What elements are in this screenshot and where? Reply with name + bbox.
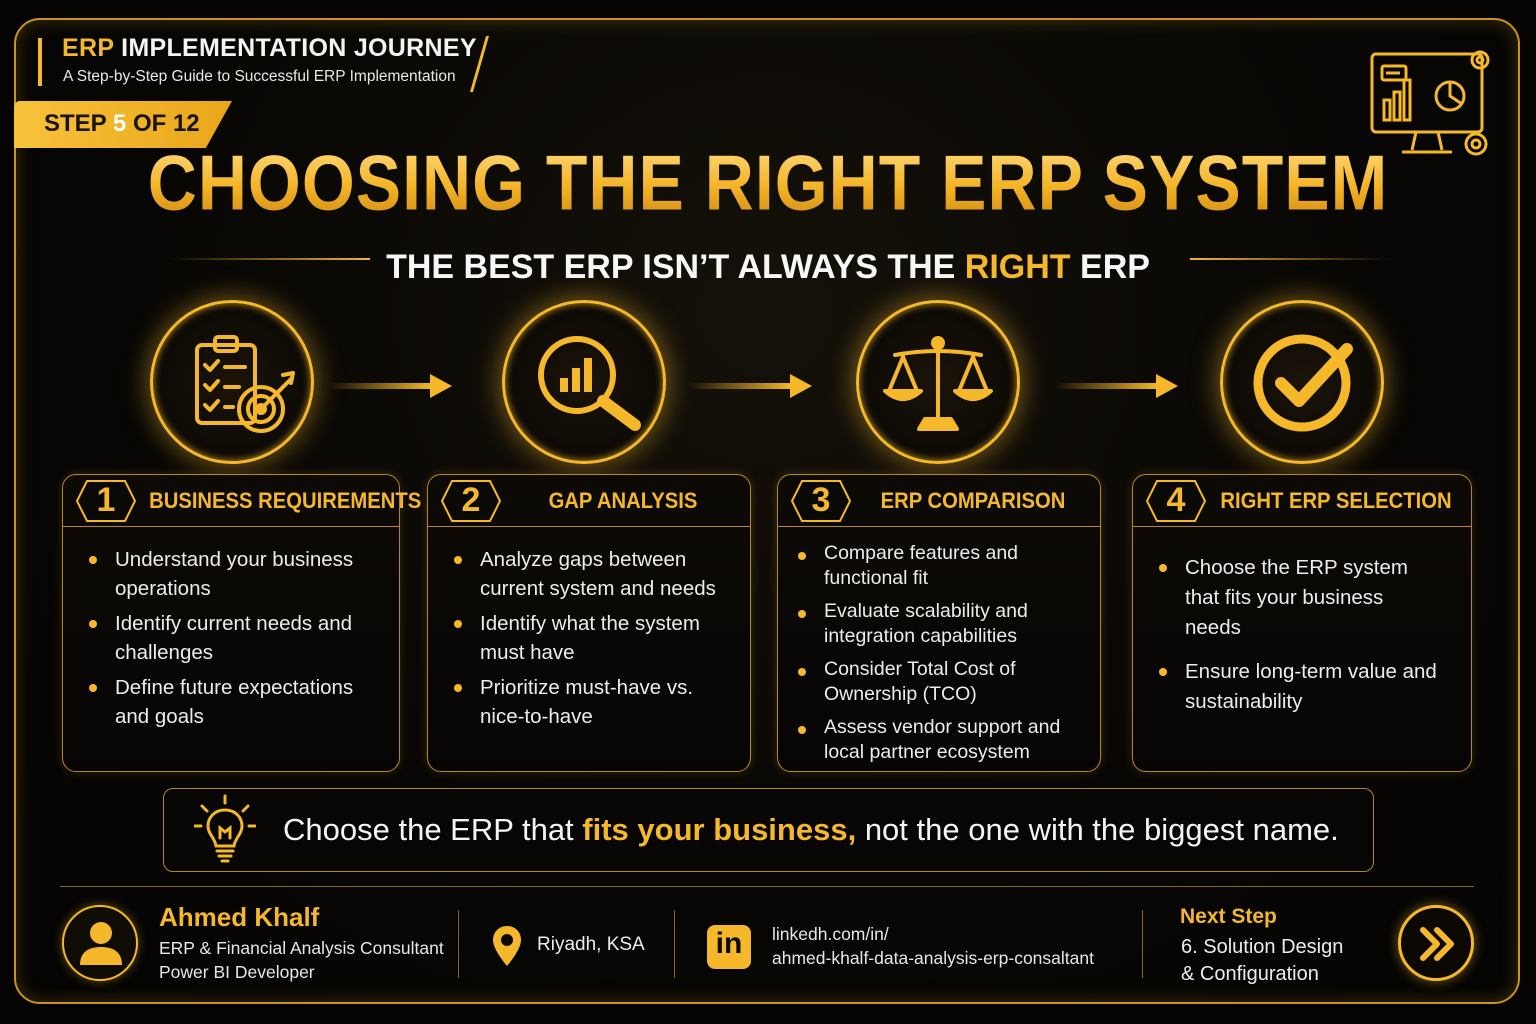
card-header: 3 ERP COMPARISON: [778, 475, 1100, 527]
linkedin-link[interactable]: linkedh.com/in/: [772, 924, 889, 944]
step-number: 2: [461, 481, 481, 519]
card-title: ERP COMPARISON: [880, 488, 1066, 513]
series-title: ERP IMPLEMENTATION JOURNEY: [62, 34, 477, 62]
bullet-list: Understand your business operations Iden…: [87, 545, 389, 737]
step-number: 3: [811, 481, 831, 519]
footer-divider: [60, 886, 1474, 887]
step-2-icon-circle: [502, 300, 666, 464]
next-step-title-cont: & Configuration: [1181, 963, 1319, 985]
user-icon: [80, 922, 122, 965]
linkedin-icon[interactable]: [707, 925, 751, 969]
step-number: 1: [96, 481, 116, 519]
flow-arrow-3: [1054, 374, 1178, 398]
key-message-box: [163, 788, 1374, 872]
step-badge: [14, 101, 232, 148]
series-subtitle: A Step-by-Step Guide to Successful ERP I…: [63, 68, 456, 85]
flow-arrow-1: [328, 374, 452, 398]
author-role: ERP & Financial Analysis Consultant: [159, 938, 444, 958]
main-title: CHOOSING THE RIGHT ERP SYSTEM: [0, 138, 1536, 228]
hexagon-badge-icon: [75, 480, 137, 522]
list-item: Ensure long-term value and sustainabilit…: [1157, 657, 1443, 717]
header-accent-bar: [38, 38, 42, 86]
card-header: 4 RIGHT ERP SELECTION: [1133, 475, 1471, 527]
avatar: [62, 905, 138, 981]
next-step-title: 6. Solution Design: [1181, 936, 1344, 958]
card-title: RIGHT ERP SELECTION: [1220, 488, 1452, 513]
magnifier-chart-icon: [538, 336, 641, 431]
footer-separator: [674, 910, 675, 978]
list-item: Identify current needs and challenges: [87, 609, 389, 667]
author-name: Ahmed Khalf: [159, 902, 320, 932]
hexagon-badge-icon: [790, 480, 852, 522]
location-pin-icon: [493, 926, 521, 966]
linkedin-link-path[interactable]: ahmed-khalf-data-analysis-erp-consaltant: [772, 948, 1094, 968]
step-4-icon-circle: [1220, 300, 1384, 464]
check-circle-icon: [1253, 334, 1353, 432]
list-item: Define future expectations and goals: [87, 673, 389, 731]
hexagon-badge-icon: [440, 480, 502, 522]
next-step-button[interactable]: [1398, 905, 1474, 981]
hexagon-badge-icon: [1145, 480, 1207, 522]
step-card-2: 2 GAP ANALYSIS Analyze gaps between curr…: [427, 474, 751, 772]
step-3-icon-circle: [856, 300, 1020, 464]
step-card-4: 4 RIGHT ERP SELECTION Choose the ERP sys…: [1132, 474, 1472, 772]
list-item: Understand your business operations: [87, 545, 389, 603]
title-glow-right: [1190, 258, 1390, 260]
step-card-3: 3 ERP COMPARISON Compare features and fu…: [777, 474, 1101, 772]
card-header: 1 BUSINESS REQUIREMENTS: [63, 475, 422, 527]
step-indicator: STEP 5 OF 12: [44, 110, 200, 137]
list-item: Evaluate scalability and integration cap…: [796, 599, 1090, 649]
list-item: Prioritize must-have vs. nice-to-have: [452, 673, 740, 731]
card-title: GAP ANALYSIS: [548, 488, 698, 513]
sub-title: THE BEST ERP ISN’T ALWAYS THE RIGHT ERP: [386, 248, 1150, 286]
list-item: Consider Total Cost of Ownership (TCO): [796, 657, 1090, 707]
double-chevron-right-icon: [1420, 927, 1454, 961]
list-item: Identify what the system must have: [452, 609, 740, 667]
flow-arrow-2: [688, 374, 812, 398]
scales-icon: [883, 336, 993, 431]
bullet-list: Choose the ERP system that fits your bus…: [1157, 553, 1443, 723]
card-header: 2 GAP ANALYSIS: [428, 475, 750, 527]
lightbulb-icon: [194, 794, 256, 863]
list-item: Compare features and functional fit: [796, 541, 1090, 591]
list-item: Choose the ERP system that fits your bus…: [1157, 553, 1443, 643]
next-step-label: Next Step: [1180, 905, 1277, 928]
list-item: Assess vendor support and local partner …: [796, 715, 1090, 765]
linkedin-icon-label: in: [715, 927, 743, 960]
dashboard-monitor-icon: [1370, 50, 1490, 156]
list-item: Analyze gaps between current system and …: [452, 545, 740, 603]
card-title: BUSINESS REQUIREMENTS: [149, 488, 422, 513]
checklist-target-icon: [195, 335, 295, 433]
footer-separator: [458, 910, 459, 978]
bullet-list: Analyze gaps between current system and …: [452, 545, 740, 737]
author-location: Riyadh, KSA: [537, 934, 645, 955]
step-card-1: 1 BUSINESS REQUIREMENTS Understand your …: [62, 474, 422, 772]
title-glow-left: [170, 258, 370, 260]
key-message: Choose the ERP that fits your business, …: [283, 812, 1339, 847]
step-1-icon-circle: [150, 300, 314, 464]
bullet-list: Compare features and functional fit Eval…: [796, 541, 1090, 773]
footer-separator: [1142, 910, 1143, 978]
step-number: 4: [1166, 481, 1186, 519]
author-role-secondary: Power BI Developer: [159, 962, 315, 982]
